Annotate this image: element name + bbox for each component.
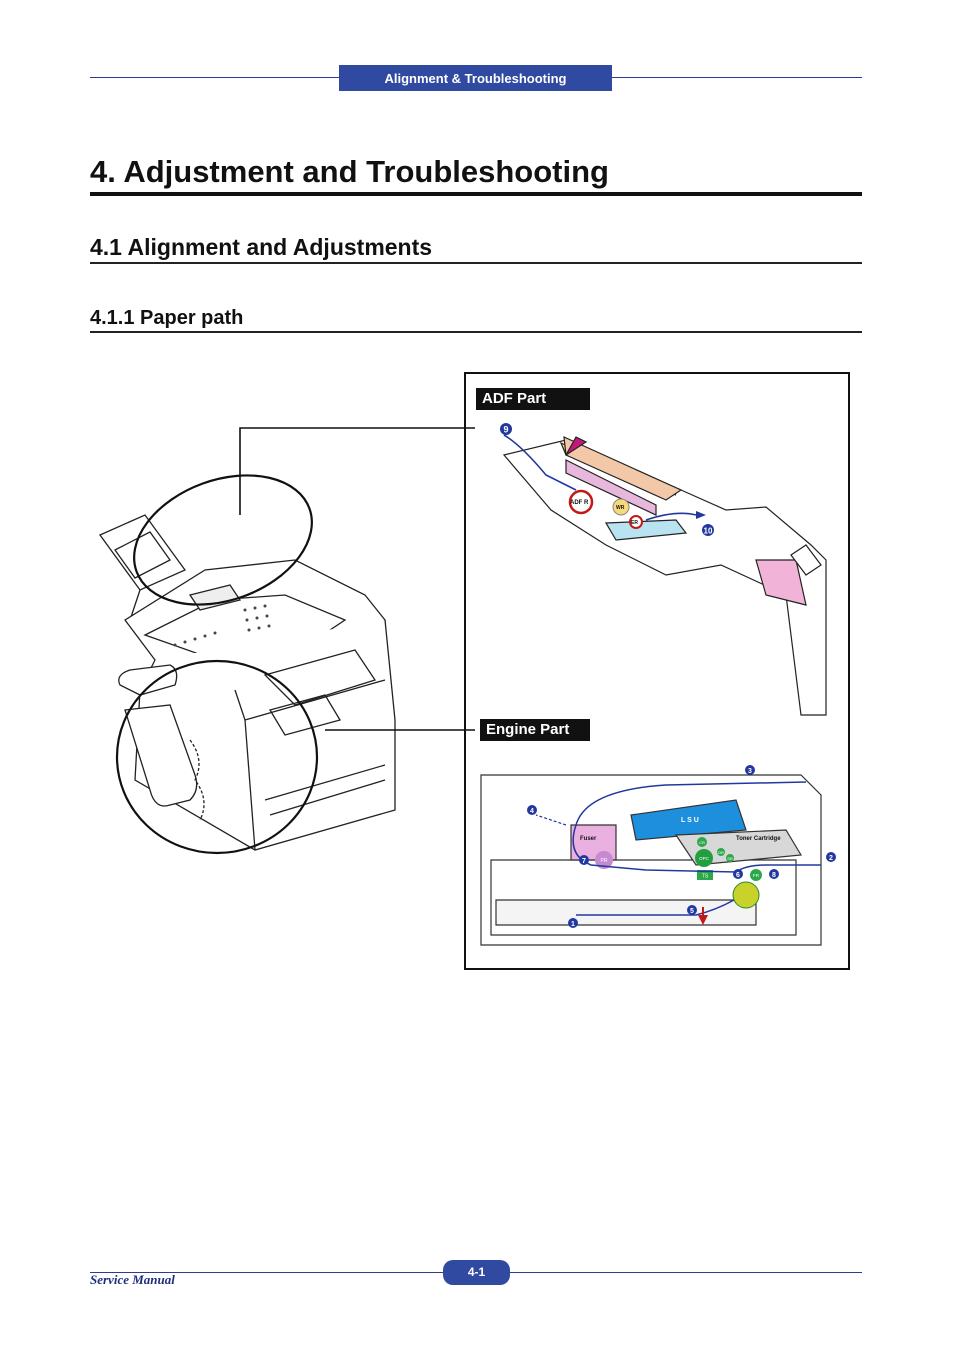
header-section-tab: Alignment & Troubleshooting (339, 65, 612, 91)
footer-service-manual: Service Manual (90, 1272, 175, 1287)
pr-label: PR (601, 858, 608, 864)
paper-path-figure-frame (464, 372, 850, 970)
adf-roller-label: ADF R (570, 500, 589, 506)
sr-label: SR (727, 856, 733, 861)
dr-label: DR (718, 850, 724, 855)
step-4-marker: 4 (530, 808, 534, 815)
engine-part-label: Engine Part (480, 719, 590, 741)
step-2-marker: 2 (829, 855, 833, 862)
step-6-marker: 6 (736, 872, 740, 879)
step-10-marker: 10 (704, 527, 713, 536)
er-label: ER (631, 520, 638, 526)
engine-diagram: L S U Toner Cartridge Fuser PR CR OPC DR… (480, 765, 836, 946)
toner-cartridge-label: Toner Cartridge (736, 836, 781, 842)
fuser-label: Fuser (580, 836, 597, 842)
ts-label: TS (702, 874, 709, 880)
adf-part-label: ADF Part (476, 388, 590, 410)
step-5-marker: 5 (690, 908, 694, 915)
wr-label: WR (616, 505, 625, 511)
step-7-marker: 7 (582, 858, 586, 865)
fax-machine-illustration (99, 427, 475, 855)
fr-label: FR (753, 873, 760, 878)
cr-label: CR (699, 840, 705, 845)
opc-label: OPC (699, 856, 710, 861)
step-3-marker: 3 (748, 768, 752, 775)
subsection-title: 4.1.1 Paper path (90, 305, 862, 333)
step-1-marker: 1 (571, 921, 575, 928)
adf-diagram: ADF R WR ER 9 10 (500, 423, 827, 716)
chapter-title: 4. Adjustment and Troubleshooting (90, 152, 862, 196)
lsu-label: L S U (681, 817, 699, 824)
step-9-marker: 9 (503, 425, 508, 435)
section-title: 4.1 Alignment and Adjustments (90, 232, 862, 264)
step-8-marker: 8 (772, 872, 776, 879)
page-number-tab: 4-1 (443, 1260, 510, 1285)
